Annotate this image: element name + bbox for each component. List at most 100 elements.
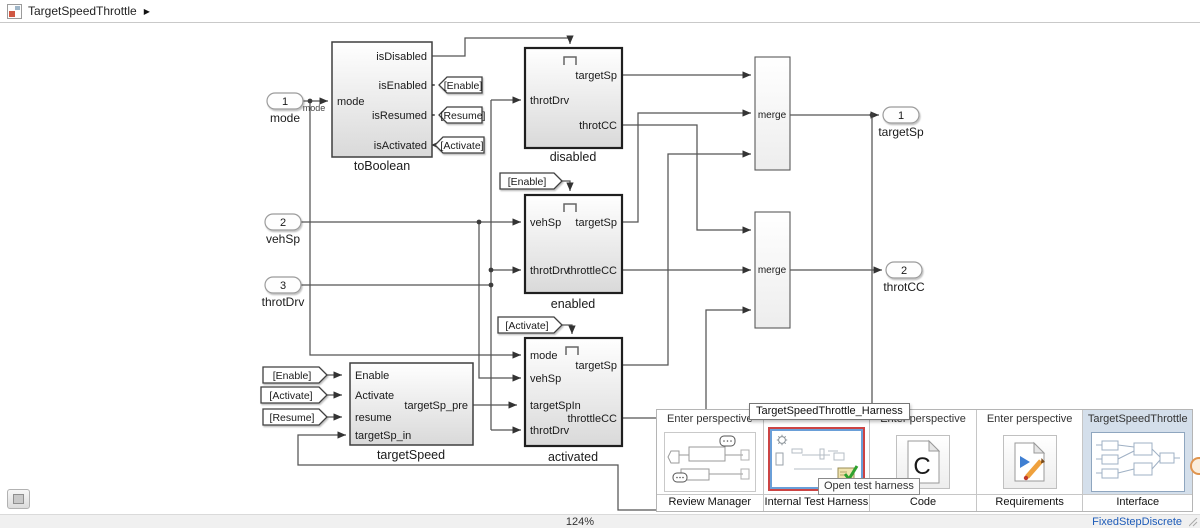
from-tag-shape[interactable] (262, 366, 328, 384)
block-merge-1[interactable]: merge (754, 56, 791, 171)
from-tag-resume-targetSpeed[interactable]: [Resume] (262, 408, 328, 426)
annotation-badge-icon (1190, 457, 1200, 475)
block-name: merge (758, 265, 787, 276)
harness-thumbnail[interactable] (767, 427, 866, 491)
block-body[interactable] (331, 41, 433, 158)
inport-1[interactable]: 1 mode (266, 92, 304, 125)
block-name: activated (548, 450, 598, 464)
from-tag-activate-targetSpeed[interactable]: [Activate] (260, 386, 328, 404)
interface-thumbnail (1090, 432, 1185, 492)
port-label: vehSp (530, 217, 561, 229)
wire-disabled-throtCC-to-merge2[interactable] (622, 124, 751, 234)
port-label: mode (530, 350, 558, 362)
from-tag-shape[interactable] (260, 386, 328, 404)
outport-oval[interactable] (885, 261, 923, 279)
branch-dot (476, 219, 482, 225)
wire-activate-tag-to-activated[interactable] (562, 324, 576, 334)
wire-enable-tag-to-enabled[interactable] (562, 180, 574, 191)
block-body[interactable] (754, 211, 791, 329)
block-body[interactable] (523, 46, 624, 150)
inport-oval[interactable] (264, 276, 302, 294)
port-label: throtDrv (530, 95, 570, 107)
wire-activated-targetSp-to-merge1[interactable] (622, 150, 751, 366)
enable-port-icon (563, 56, 577, 65)
inport-3[interactable]: 3 throtDrv (262, 276, 305, 309)
goto-tag-activate[interactable]: [Activate] (434, 136, 485, 154)
port-label: vehSp (530, 373, 561, 385)
port-label: isActivated (374, 140, 427, 152)
outport-label: targetSp (878, 125, 924, 139)
block-body[interactable] (523, 193, 624, 295)
signal-label-mode: mode (303, 103, 326, 113)
resize-grip-icon[interactable] (1189, 518, 1198, 527)
perspective-cell-code[interactable]: Enter perspective C Code (870, 410, 977, 511)
from-tag-shape[interactable] (262, 408, 328, 426)
block-name: merge (758, 110, 787, 121)
goto-tag-resume[interactable]: [Resume] (438, 106, 486, 124)
from-tag-shape[interactable] (497, 316, 563, 334)
tag-label: [Resume] (441, 110, 486, 122)
from-tag-activate-activated[interactable]: [Activate] (497, 316, 563, 334)
block-activated[interactable]: mode targetSp vehSp targetSpIn throttleC… (523, 336, 624, 464)
block-toBoolean[interactable]: isDisabled isEnabled mode isResumed isAc… (331, 41, 433, 173)
block-name: targetSpeed (377, 448, 445, 462)
port-label: throttleCC (567, 413, 617, 425)
port-label: targetSpIn (530, 400, 581, 412)
tag-label: [Enable] (508, 176, 547, 188)
from-tag-shape[interactable] (499, 172, 563, 190)
tooltip-open-test-harness: Open test harness (818, 478, 920, 495)
branch-dot (869, 112, 875, 118)
port-label: throttleCC (567, 265, 617, 277)
inport-2[interactable]: 2 vehSp (264, 213, 302, 246)
port-label: targetSp_in (355, 430, 411, 442)
block-body[interactable] (349, 362, 474, 446)
wire-vehSp-to-activated[interactable] (478, 222, 521, 382)
solver-name[interactable]: FixedStepDiscrete (1092, 516, 1182, 528)
port-label: isResumed (372, 110, 427, 122)
block-targetSpeed[interactable]: Enable Activate targetSp_pre resume targ… (349, 362, 474, 462)
tag-label: [Resume] (270, 412, 315, 424)
port-label: targetSp (575, 70, 617, 82)
block-disabled[interactable]: targetSp throtDrv throtCC disabled (523, 46, 624, 164)
breadcrumb-model-name[interactable]: TargetSpeedThrottle (28, 4, 137, 18)
port-label: throtDrv (530, 425, 570, 437)
breadcrumb-arrow-icon[interactable]: ▶ (143, 6, 150, 16)
wire-enabled-targetSp-to-merge1[interactable] (622, 109, 751, 223)
port-label: targetSp (575, 217, 617, 229)
block-enabled[interactable]: vehSp targetSp throtDrv throttleCC enabl… (523, 193, 624, 311)
block-name: toBoolean (354, 159, 410, 173)
wire-activated-throttleCC-to-merge2[interactable] (622, 306, 751, 419)
outport-1[interactable]: 1 targetSp (878, 106, 924, 139)
perspective-cell-review-manager[interactable]: Enter perspective Review Manag (657, 410, 764, 511)
simulink-model-icon (7, 3, 22, 19)
tag-label: [Enable] (273, 370, 312, 382)
outport-oval[interactable] (882, 106, 920, 124)
cell-label: Review Manager (657, 494, 763, 511)
outport-2[interactable]: 2 throtCC (883, 261, 925, 294)
perspective-cell-interface[interactable]: TargetSpeedThrottle (1083, 410, 1193, 511)
status-bar: 124% FixedStepDiscrete (0, 514, 1200, 528)
wire-mode-to-activated[interactable] (309, 101, 521, 359)
model-browser-toggle-button[interactable] (7, 489, 30, 509)
goto-tag-enable[interactable]: [Enable] (438, 76, 483, 94)
inport-oval[interactable] (266, 92, 304, 110)
goto-tag-shape[interactable] (438, 106, 483, 124)
tag-label: [Activate] (505, 320, 548, 332)
from-tag-enable-targetSpeed[interactable]: [Enable] (262, 366, 328, 384)
tag-label: [Enable] (444, 80, 483, 92)
cell-header: Enter perspective (986, 413, 1073, 425)
wire-isDisabled-to-disabled-enable[interactable] (432, 35, 574, 57)
perspective-cell-internal-test-harness[interactable]: Internal Test Harness (763, 410, 871, 511)
goto-tag-shape[interactable] (434, 136, 485, 154)
model-canvas[interactable]: mode 1 mode 2 vehSp 3 throtDrv 1 targetS… (0, 0, 1200, 514)
block-body[interactable] (754, 56, 791, 171)
block-body[interactable] (523, 336, 624, 448)
from-tag-enable-enabled[interactable]: [Enable] (499, 172, 563, 190)
inport-oval[interactable] (264, 213, 302, 231)
block-name: disabled (550, 150, 597, 164)
perspective-cell-requirements[interactable]: Enter perspective Requirements (976, 410, 1084, 511)
goto-tag-shape[interactable] (438, 76, 483, 94)
block-merge-2[interactable]: merge (754, 211, 791, 329)
block-name: enabled (551, 297, 596, 311)
